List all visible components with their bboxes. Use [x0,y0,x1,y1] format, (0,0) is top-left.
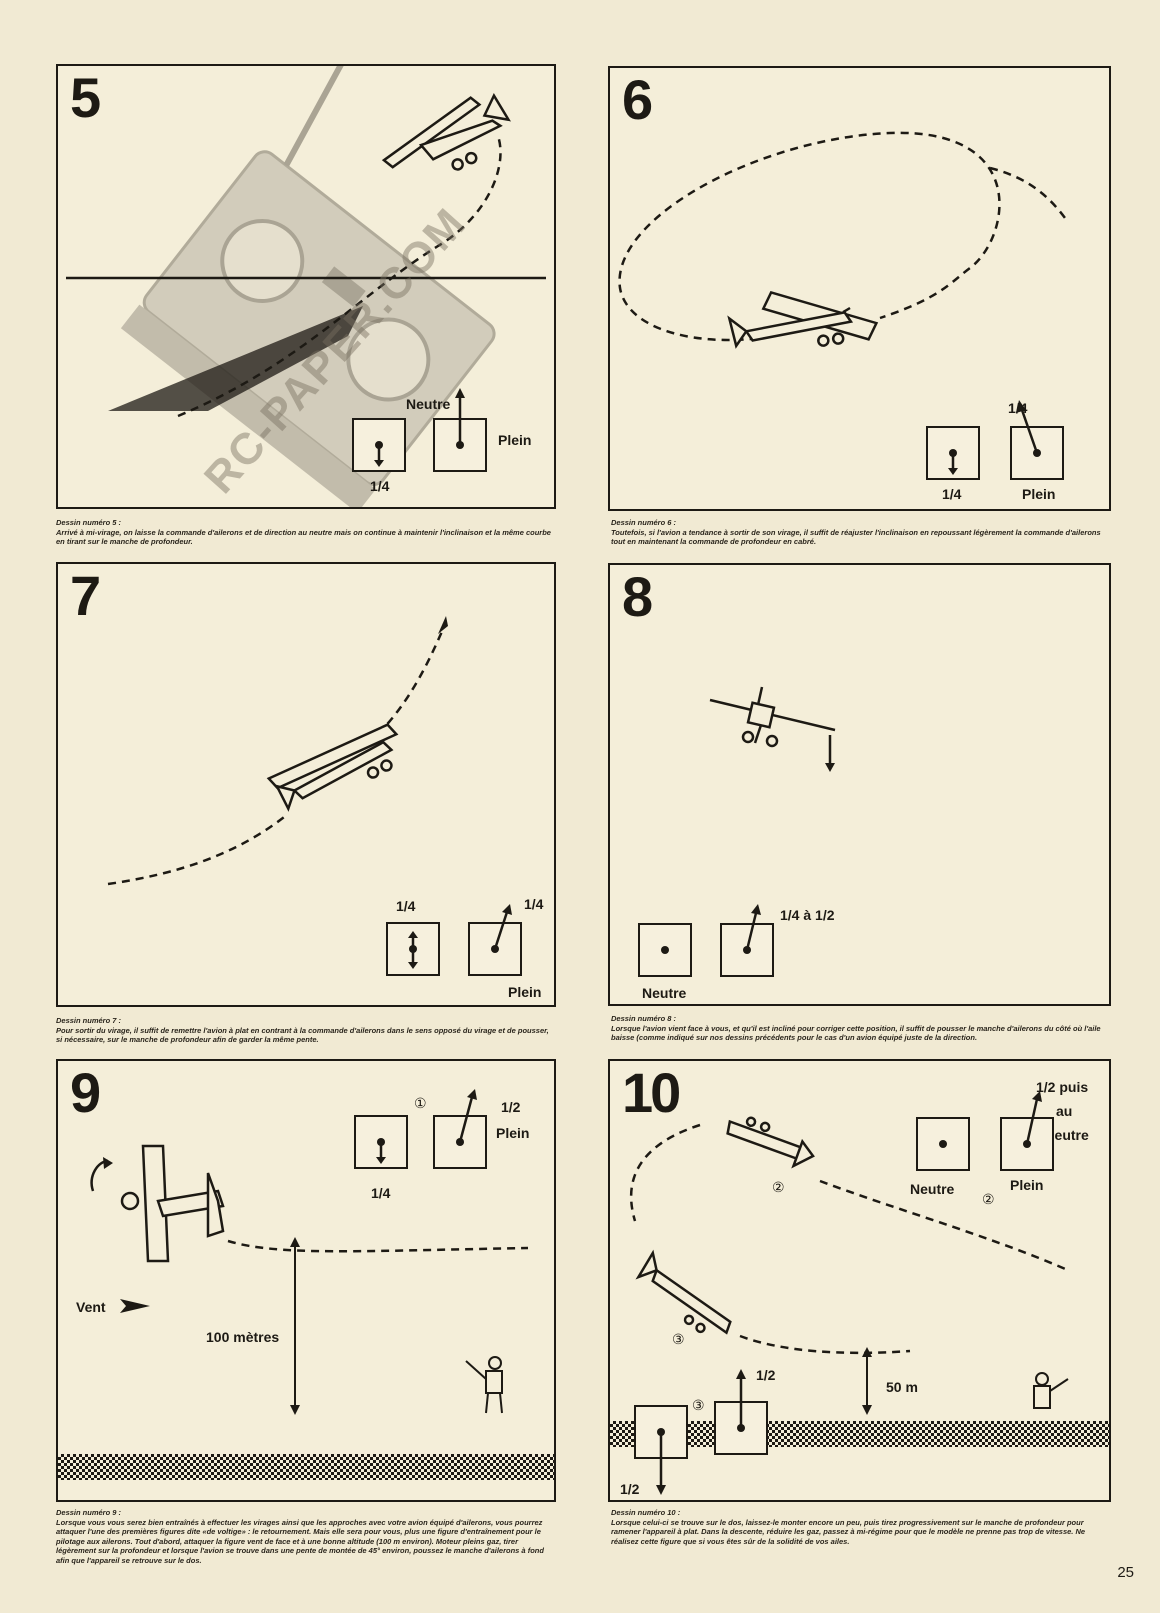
stick-right-box [1000,1091,1054,1171]
pilot-figure-icon [465,1356,503,1414]
caption-text: Lorsque celui-ci se trouve sur le dos, l… [611,1517,1086,1546]
label-range: 1/4 à 1/2 [780,907,835,923]
page-number: 25 [1117,1564,1134,1581]
panel-10-caption: Dessin numéro 10 : Lorsque celui-ci se t… [611,1508,1111,1546]
panel-9: 9 Vent 100 mètres 1/2 Plein 1/4 ① [56,1059,556,1502]
label-quart: 1/4 [371,1185,391,1201]
label-neutre-word: neutre [1046,1127,1089,1143]
airplane-icon [381,93,511,171]
panel-5-caption: Dessin numéro 5 : Arrivé à mi-virage, on… [56,518,556,547]
label-step3-ground: ③ [692,1397,705,1413]
stick-left-box [354,1115,408,1169]
label-step3-plane: ③ [672,1331,685,1347]
caption-title: Dessin numéro 5 : [56,518,122,527]
label-step1: ① [414,1095,427,1111]
label-distance: 100 mètres [206,1329,280,1345]
stick-right-box [433,388,487,472]
panel-number: 8 [622,565,653,628]
panel-9-illustration [90,1144,529,1415]
panel-8: 8 1/4 à 1/2 Neutre [608,563,1111,1006]
panel-number: 9 [70,1061,101,1124]
panel-10-illustration [629,1116,1071,1415]
caption-title: Dessin numéro 6 : [611,518,677,527]
panel-9-caption: Dessin numéro 9 : Lorsque vous vous sere… [56,1508,556,1565]
panel-number: 6 [622,68,653,131]
panel-7-illustration [107,616,448,886]
caption-title: Dessin numéro 10 : [611,1508,681,1517]
label-step2-plane: ② [772,1179,785,1195]
stick-right-box [720,904,774,977]
label-vent: Vent [76,1299,106,1315]
label-quart: 1/4 [370,478,390,494]
stick-right-box [1010,400,1064,480]
stick-left-box [638,923,692,977]
pilot-figure-icon [1033,1372,1069,1409]
label-plein: Plein [1022,486,1056,502]
panel-7-caption: Dessin numéro 7 : Pour sortir du virage,… [56,1016,556,1045]
panel-7: 7 1/4 1/4 Plein [56,562,556,1007]
label-plein: Plein [496,1125,530,1141]
label-plein: Plein [508,984,542,1000]
label-neutre: Neutre [910,1181,955,1197]
stick-left-box [386,922,440,976]
label-plein: Plein [498,432,532,448]
stick-left-box [352,418,406,472]
panel-5-illustration [66,66,546,507]
ground-strip [58,1454,554,1480]
panel-6-caption: Dessin numéro 6 : Toutefois, si l'avion … [611,518,1111,547]
panel-6: 6 1/4 1/4 Plein [608,66,1111,511]
airplane-front-icon [709,686,836,748]
airplane-inverted-icon [726,1116,815,1169]
panel-6-illustration [618,131,1066,349]
airplane-icon [727,290,879,349]
label-quart-right: 1/4 [524,896,544,912]
panel-8-illustration [709,686,836,772]
label-distance: 50 m [886,1379,918,1395]
panel-number: 5 [70,66,101,129]
label-neutre: Neutre [642,985,687,1001]
panel-number: 7 [70,564,101,627]
caption-text: Lorsque l'avion vient face à vous, et qu… [611,1023,1101,1043]
caption-text: Arrivé à mi-virage, on laisse la command… [56,527,551,547]
airplane-icon [120,1144,225,1263]
transmitter-illustration [120,66,496,507]
stick-left-box [916,1117,970,1171]
airplane-icon [266,723,399,812]
label-half: 1/2 [756,1367,776,1383]
label-neutre: Neutre [406,396,451,412]
panel-10: 10 1/2 puis au neutre Neutre Plein ② ② ③… [608,1059,1111,1502]
stick-bottom-right-box [714,1369,768,1455]
panel-number: 10 [622,1061,681,1124]
label-half-bottom: 1/2 [620,1481,640,1497]
airplane-icon [635,1249,732,1335]
stick-left-box [926,426,980,480]
label-quart: 1/4 [942,486,962,502]
label-quart-left: 1/4 [396,898,416,914]
caption-text: Lorsque vous vous serez bien entraînés à… [56,1517,544,1565]
stick-bottom-left-box [634,1405,688,1495]
label-au: au [1056,1103,1073,1119]
stick-right-box [468,904,522,976]
ground-strip [610,1421,1109,1447]
caption-title: Dessin numéro 8 : [611,1014,677,1023]
panel-8-caption: Dessin numéro 8 : Lorsque l'avion vient … [611,1014,1111,1043]
panel-5: 5 Neutre Plein 1/4 [56,64,556,509]
caption-text: Toutefois, si l'avion a tendance à sorti… [611,527,1101,547]
caption-title: Dessin numéro 9 : [56,1508,122,1517]
caption-title: Dessin numéro 7 : [56,1016,122,1025]
label-step2-right: ② [982,1191,995,1207]
label-plein: Plein [1010,1177,1044,1193]
caption-text: Pour sortir du virage, il suffit de reme… [56,1025,549,1045]
label-half-puis: 1/2 puis [1036,1079,1089,1095]
label-half: 1/2 [501,1099,521,1115]
stick-right-box [433,1089,487,1169]
